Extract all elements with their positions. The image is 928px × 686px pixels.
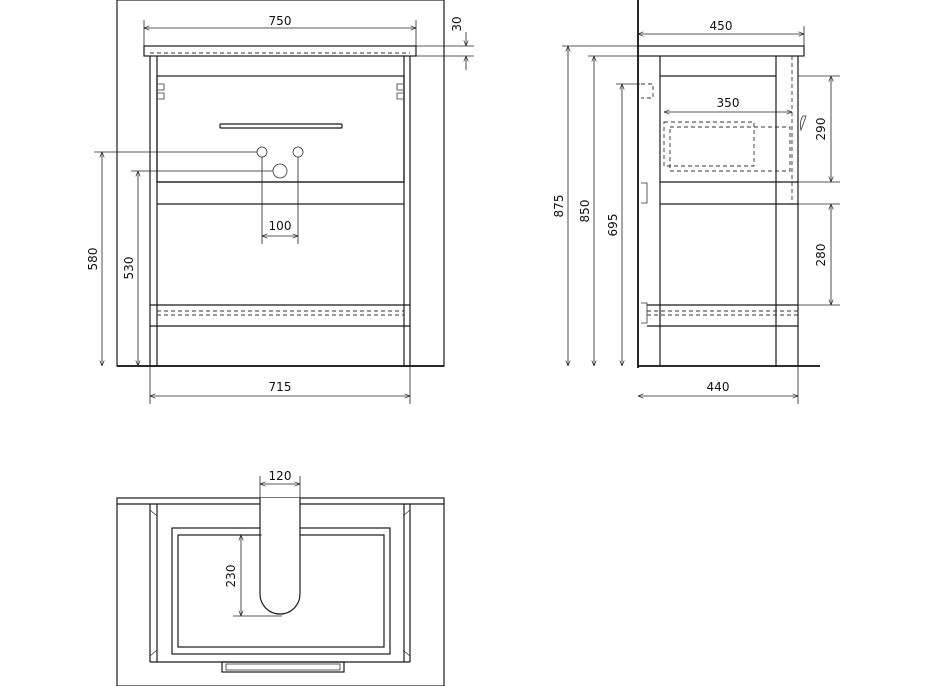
front-bracket-left <box>158 83 165 100</box>
side-view: 450 350 875 850 695 290 280 440 <box>552 0 840 404</box>
side-wall-bracket-top <box>641 83 654 99</box>
dim-label-450: 450 <box>710 19 733 33</box>
dim-label-530: 530 <box>122 257 136 280</box>
top-drawer-handle <box>221 661 345 673</box>
top-view: 120 230 <box>116 469 445 686</box>
front-countertop <box>143 45 417 57</box>
side-siphon-symbol <box>799 115 807 132</box>
dim-label-875: 875 <box>552 195 566 218</box>
dim-label-230: 230 <box>224 565 238 588</box>
side-countertop <box>637 45 805 57</box>
side-wall-bracket-mid <box>641 182 648 204</box>
front-bracket-right <box>396 83 403 100</box>
dim-label-715: 715 <box>269 380 292 394</box>
dim-label-350: 350 <box>717 96 740 110</box>
dim-label-290: 290 <box>814 118 828 141</box>
front-drawer-panel <box>156 75 405 183</box>
side-drawer-hidden <box>663 121 755 167</box>
dim-label-750: 750 <box>269 14 292 28</box>
dim-label-850: 850 <box>578 200 592 223</box>
dim-label-280: 280 <box>814 244 828 267</box>
top-siphon-cutout <box>259 498 301 615</box>
front-view: 750 30 580 530 100 715 <box>86 0 474 404</box>
front-drawer-handle <box>219 123 343 129</box>
side-drawer-hidden-inner <box>669 126 791 172</box>
dim-label-120: 120 <box>269 469 292 483</box>
dim-label-100: 100 <box>269 219 292 233</box>
dim-label-695: 695 <box>606 214 620 237</box>
dim-label-440: 440 <box>707 380 730 394</box>
dim-label-30: 30 <box>450 16 464 31</box>
front-tap-hole-right <box>292 146 304 158</box>
side-wall-bracket-low <box>641 302 648 324</box>
front-drain-symbol <box>272 163 288 179</box>
front-tap-hole-left <box>256 146 268 158</box>
dim-label-580: 580 <box>86 248 100 271</box>
